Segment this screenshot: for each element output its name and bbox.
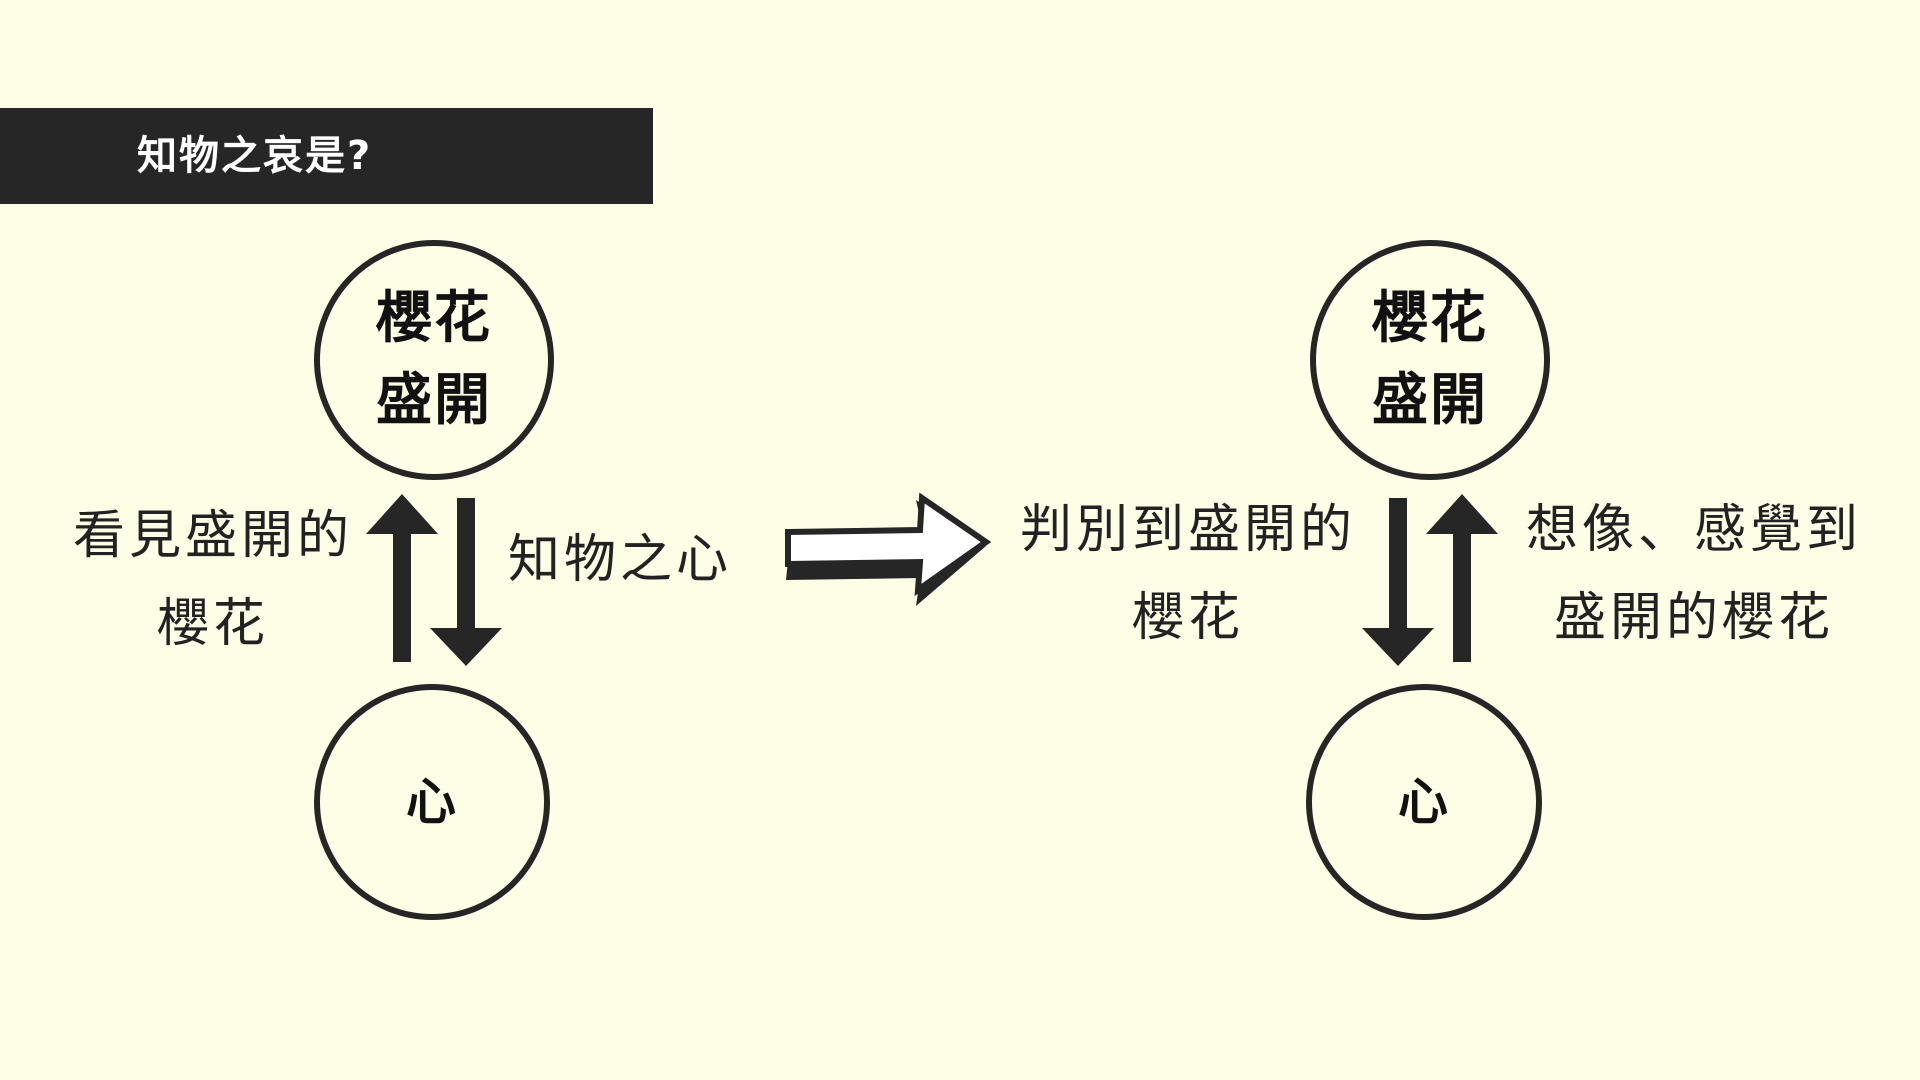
right-bottom-node: 心	[1306, 684, 1542, 920]
right-diagram-right-label-line-1: 想像、感覺到	[1525, 500, 1862, 560]
right-top-node-line-1: 櫻花	[1372, 286, 1488, 351]
left-top-node-line-2: 盛開	[376, 368, 492, 433]
right-diagram-right-label-line-2: 盛開的櫻花	[1553, 588, 1834, 648]
left-bottom-node-text: 心	[406, 773, 458, 831]
left-diagram-right-label: 知物之心	[500, 516, 740, 604]
left-bottom-node: 心	[314, 684, 550, 920]
right-up-arrow	[1426, 494, 1498, 662]
left-diagram-left-label: 看見盛開的 櫻花	[62, 492, 364, 668]
left-diagram-right-label-line-1: 知物之心	[507, 530, 732, 590]
transition-arrow	[785, 492, 992, 606]
right-diagram-left-label: 判別到盛開的 櫻花	[1008, 486, 1368, 662]
left-top-node: 櫻花 盛開	[314, 240, 554, 480]
left-diagram-left-label-line-2: 櫻花	[156, 594, 269, 654]
right-bottom-node-text: 心	[1398, 773, 1450, 831]
right-top-node: 櫻花 盛開	[1310, 240, 1550, 480]
left-diagram-left-label-line-1: 看見盛開的	[72, 506, 353, 566]
right-diagram-left-label-line-1: 判別到盛開的	[1019, 500, 1356, 560]
right-down-arrow	[1362, 498, 1434, 666]
left-down-arrow	[430, 498, 502, 666]
title-bar: 知物之哀是?	[0, 108, 653, 204]
left-up-arrow	[366, 494, 438, 662]
page-title: 知物之哀是?	[137, 133, 373, 179]
right-diagram-right-label: 想像、感覺到 盛開的櫻花	[1504, 486, 1884, 662]
right-diagram-left-label-line-2: 櫻花	[1131, 588, 1244, 648]
right-top-node-line-2: 盛開	[1372, 368, 1488, 433]
left-top-node-line-1: 櫻花	[376, 286, 492, 351]
